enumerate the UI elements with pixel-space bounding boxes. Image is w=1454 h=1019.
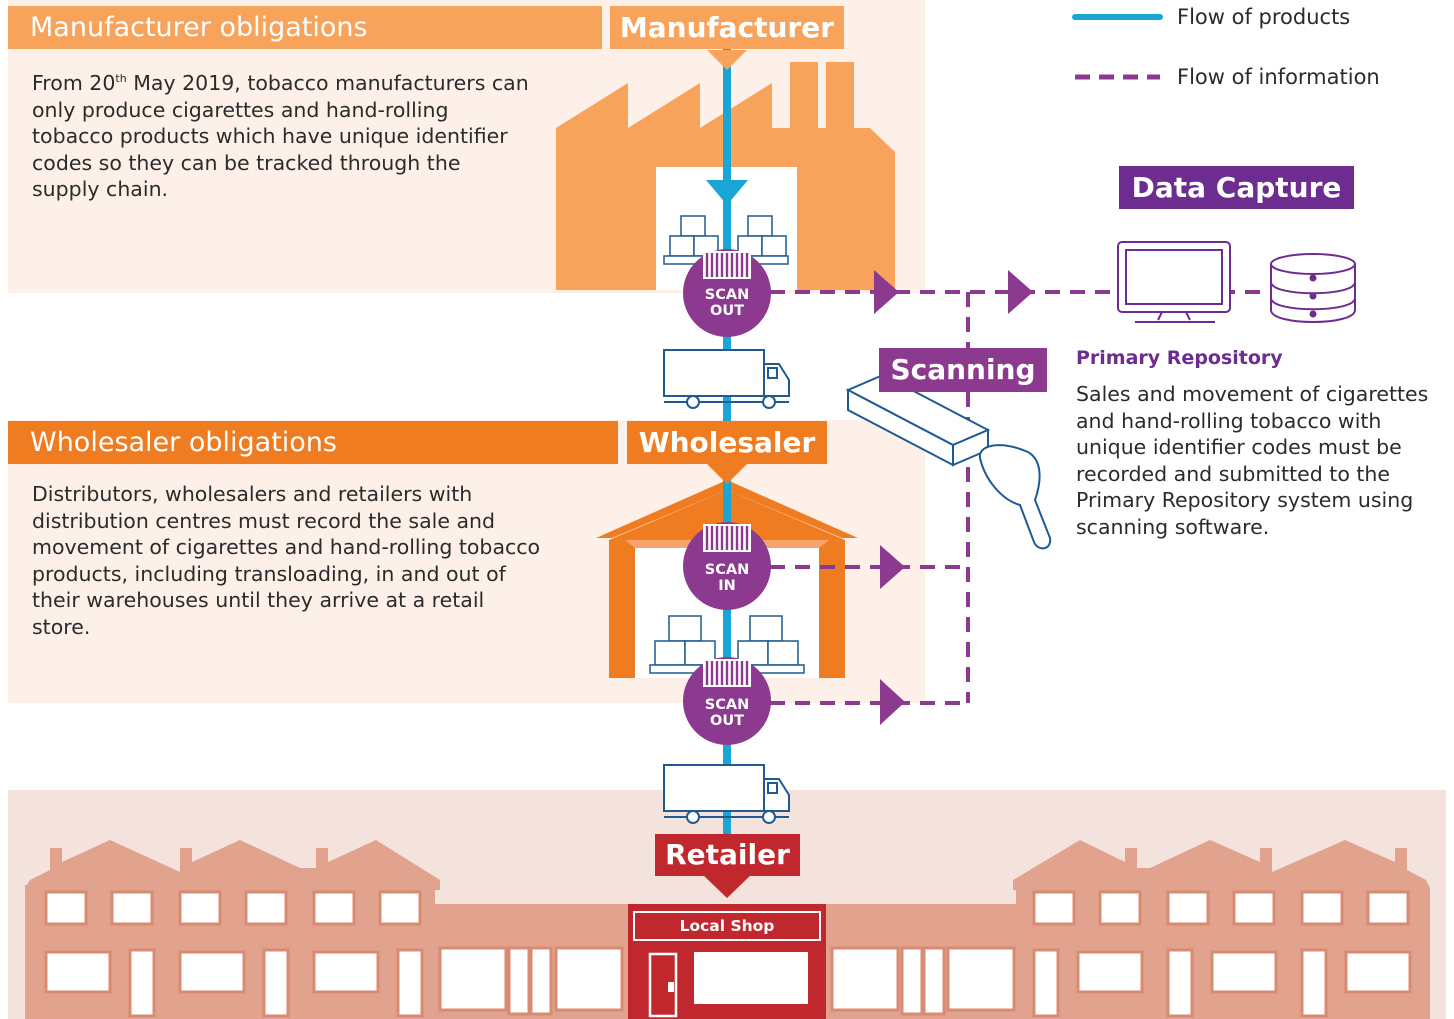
scanning-label: Scanning	[879, 348, 1047, 392]
database-icon	[1270, 253, 1356, 323]
retailer-label: Retailer	[655, 834, 800, 876]
manufacturer-description: From 20th May 2019, tobacco manufacturer…	[32, 71, 529, 202]
monitor-icon	[1117, 241, 1231, 323]
scanner-icon	[845, 373, 1052, 550]
wholesaler-chevron	[707, 464, 747, 484]
wholesaler-description: Distributors, wholesalers and retailers …	[32, 482, 541, 639]
local-shop-icon	[628, 904, 826, 1019]
data-capture-label: Data Capture	[1119, 166, 1354, 209]
manufacturer-obligations-title: Manufacturer obligations	[8, 6, 602, 49]
right-house-windows	[830, 890, 1412, 1018]
primary-repository-title: Primary Repository	[1076, 347, 1283, 369]
truck-icon	[663, 764, 790, 824]
legend-information-label: Flow of information	[1177, 65, 1380, 89]
wholesaler-label: Wholesaler	[627, 421, 827, 464]
manufacturer-chevron	[707, 50, 747, 70]
primary-repository-description: Sales and movement of cigarettes and han…	[1076, 382, 1429, 539]
scan-out-badge	[683, 657, 771, 745]
left-house-windows	[44, 890, 624, 1018]
manufacturer-label: Manufacturer	[610, 6, 844, 49]
info-arrow-icon	[874, 270, 1033, 725]
retailer-chevron	[702, 874, 752, 898]
scan-out-badge	[683, 249, 771, 337]
truck-icon	[663, 349, 790, 409]
wholesaler-obligations-title: Wholesaler obligations	[8, 421, 618, 464]
scan-in-badge	[683, 522, 771, 610]
legend-products-label: Flow of products	[1177, 5, 1351, 29]
local-shop-sign: Local Shop	[679, 917, 775, 935]
